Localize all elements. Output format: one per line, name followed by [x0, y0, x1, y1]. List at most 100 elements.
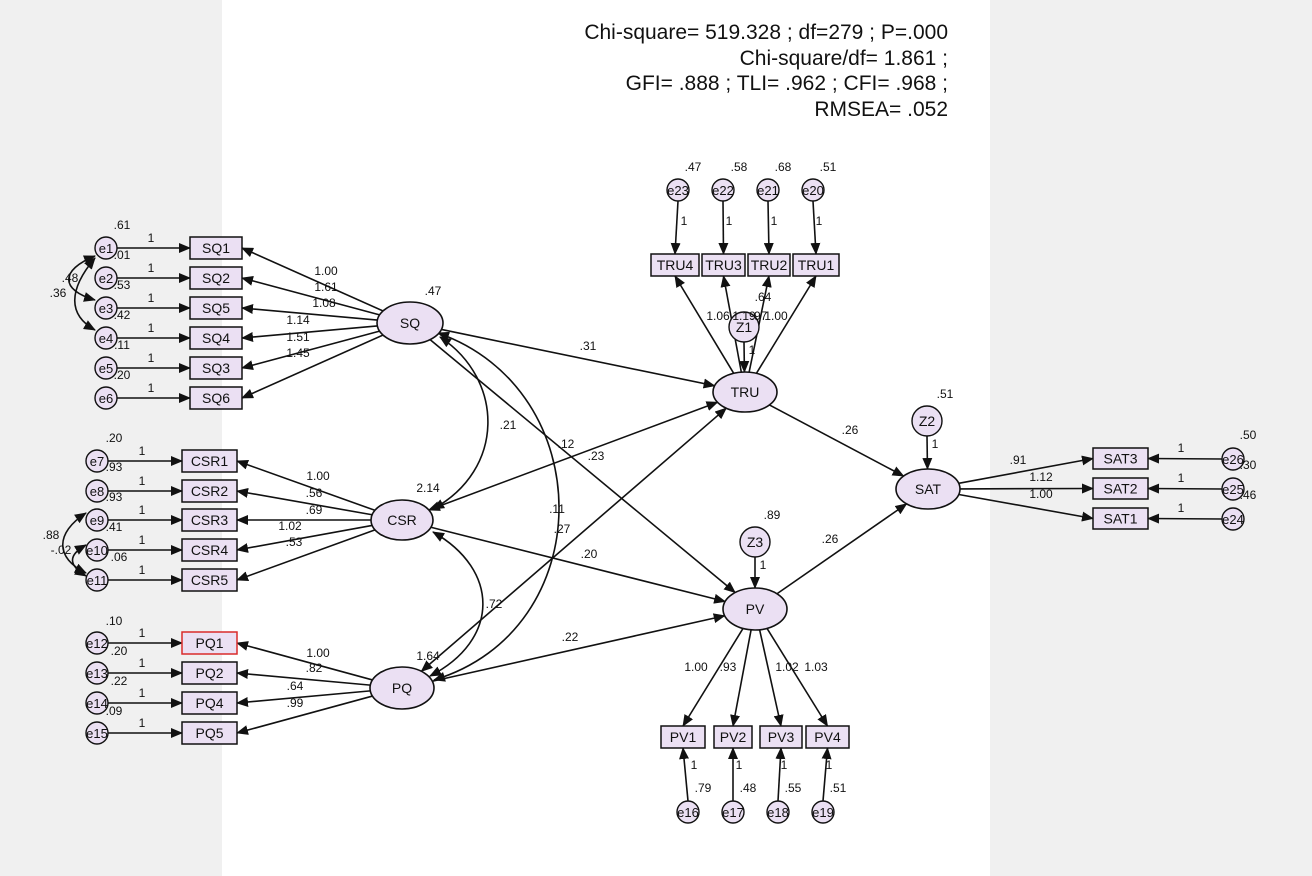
indicator-label-tru3: TRU3	[705, 257, 742, 273]
indicator-label-sq1: SQ1	[202, 240, 230, 256]
path-coefficient-sq-pv: .12	[558, 437, 575, 451]
indicator-box-pv2	[713, 725, 753, 749]
error-node-e17	[721, 800, 745, 824]
indicator-label-tru2: TRU2	[751, 257, 788, 273]
loading-path-pv4	[766, 628, 829, 727]
structural-path-sq-tru	[441, 328, 716, 389]
error-node-e8	[85, 479, 109, 503]
error-variance-e2: .01	[114, 248, 131, 262]
error-path-weight-e17: 1	[736, 758, 743, 772]
error-label-e9: e9	[90, 513, 104, 528]
loading-value-sat1: 1.00	[1029, 487, 1053, 501]
error-node-e13	[85, 661, 109, 685]
fit-line-chi-square: Chi-square= 519.328 ; df=279 ; P=.000	[584, 21, 948, 44]
error-node-e19	[811, 800, 835, 824]
disturbance-variance-z1: .64	[755, 290, 772, 304]
error-variance-e25: .30	[1240, 458, 1257, 472]
covariance-csr-pq	[429, 531, 484, 677]
error-node-e7	[85, 449, 109, 473]
loading-value-sq3: 1.51	[286, 330, 310, 344]
error-path-weight-e23: 1	[681, 214, 688, 228]
loading-value-pq2: .82	[306, 661, 323, 675]
error-node-e24	[1221, 507, 1245, 531]
loading-path-pq1	[236, 641, 373, 681]
indicator-label-pv1: PV1	[670, 729, 697, 745]
latent-label-sat: SAT	[915, 481, 942, 497]
loading-value-csr5: .53	[286, 535, 303, 549]
indicator-label-sq4: SQ4	[202, 330, 230, 346]
loading-value-pv2: .93	[720, 660, 737, 674]
error-path-e22	[718, 200, 729, 255]
error-label-e2: e2	[99, 271, 113, 286]
indicator-box-tru3	[701, 253, 746, 277]
disturbance-path-weight-z2: 1	[932, 437, 939, 451]
error-path-e16	[679, 747, 690, 802]
loading-value-csr3: .69	[306, 503, 323, 517]
disturbance-label-z1: Z1	[736, 319, 753, 335]
loading-path-sat3	[958, 455, 1094, 485]
latent-label-sq: SQ	[400, 315, 420, 331]
error-variance-e26: .50	[1240, 428, 1257, 442]
error-label-e8: e8	[90, 484, 104, 499]
loading-path-pv2	[730, 629, 752, 727]
error-path-e19	[821, 747, 832, 802]
structural-path-tru-sat	[769, 404, 905, 477]
indicator-label-sq3: SQ3	[202, 360, 230, 376]
error-node-e18	[766, 800, 790, 824]
indicator-box-sq4	[189, 326, 243, 350]
structural-path-csr-pv	[430, 526, 727, 604]
error-node-e10	[85, 538, 109, 562]
loading-value-sq1: 1.00	[314, 264, 338, 278]
covariance-value-sq-pq: .11	[549, 502, 565, 516]
loading-value-pq1: 1.00	[306, 646, 330, 660]
error-path-weight-e26: 1	[1178, 441, 1185, 455]
loading-path-tru1	[755, 275, 817, 374]
fit-line-gfi-tli-cfi: GFI= .888 ; TLI= .962 ; CFI= .968 ;	[625, 72, 948, 95]
structural-path-sq-pv	[429, 339, 736, 594]
indicator-box-pv1	[660, 725, 706, 749]
loading-path-sq5	[241, 303, 378, 321]
indicator-box-tru1	[792, 253, 840, 277]
error-variance-e7: .20	[106, 431, 123, 445]
covariance-value-sq-csr: .21	[500, 418, 517, 432]
indicator-box-pq2	[181, 661, 238, 685]
error-variance-e1: .61	[114, 218, 131, 232]
error-node-e9	[85, 508, 109, 532]
path-coefficient-pq-tru: .27	[554, 522, 571, 536]
error-variance-e3: .53	[114, 278, 131, 292]
structural-path-pq-tru	[420, 407, 727, 672]
indicator-label-csr3: CSR3	[191, 512, 229, 528]
error-label-e14: e14	[86, 696, 108, 711]
loading-value-pq4: .64	[287, 679, 304, 693]
error-path-weight-e5: 1	[148, 351, 155, 365]
latent-csr	[370, 499, 434, 541]
error-label-e26: e26	[1222, 452, 1244, 467]
indicator-label-csr2: CSR2	[191, 483, 229, 499]
path-coefficient-csr-pv: .20	[581, 547, 598, 561]
error-label-e10: e10	[86, 543, 108, 558]
structural-path-pv-sat	[776, 503, 908, 595]
latent-tru	[712, 371, 778, 413]
error-variance-e10: .41	[106, 520, 123, 534]
loading-value-sq6: 1.45	[286, 346, 310, 360]
error-label-e16: e16	[677, 805, 699, 820]
error-variance-e18: .55	[785, 781, 802, 795]
error-path-weight-e13: 1	[139, 656, 146, 670]
loading-path-pv3	[758, 629, 784, 727]
loading-path-pq5	[236, 695, 373, 735]
covariance-value-e1-e4: .36	[50, 286, 67, 300]
indicator-box-pq5	[181, 721, 238, 745]
disturbance-variance-z3: .89	[764, 508, 781, 522]
indicator-box-csr5	[181, 568, 238, 592]
disturbance-variance-z2: .51	[937, 387, 954, 401]
error-label-e1: e1	[99, 241, 113, 256]
loading-path-sq3	[241, 330, 380, 370]
indicator-label-tru4: TRU4	[657, 257, 694, 273]
loading-path-pq2	[236, 669, 371, 686]
indicator-box-sq2	[189, 266, 243, 290]
path-coefficient-pv-sat: .26	[822, 532, 839, 546]
error-variance-e23: .47	[685, 160, 702, 174]
indicator-box-pq4	[181, 691, 238, 715]
error-variance-e8: .93	[106, 460, 123, 474]
indicator-label-pq2: PQ2	[195, 665, 223, 681]
